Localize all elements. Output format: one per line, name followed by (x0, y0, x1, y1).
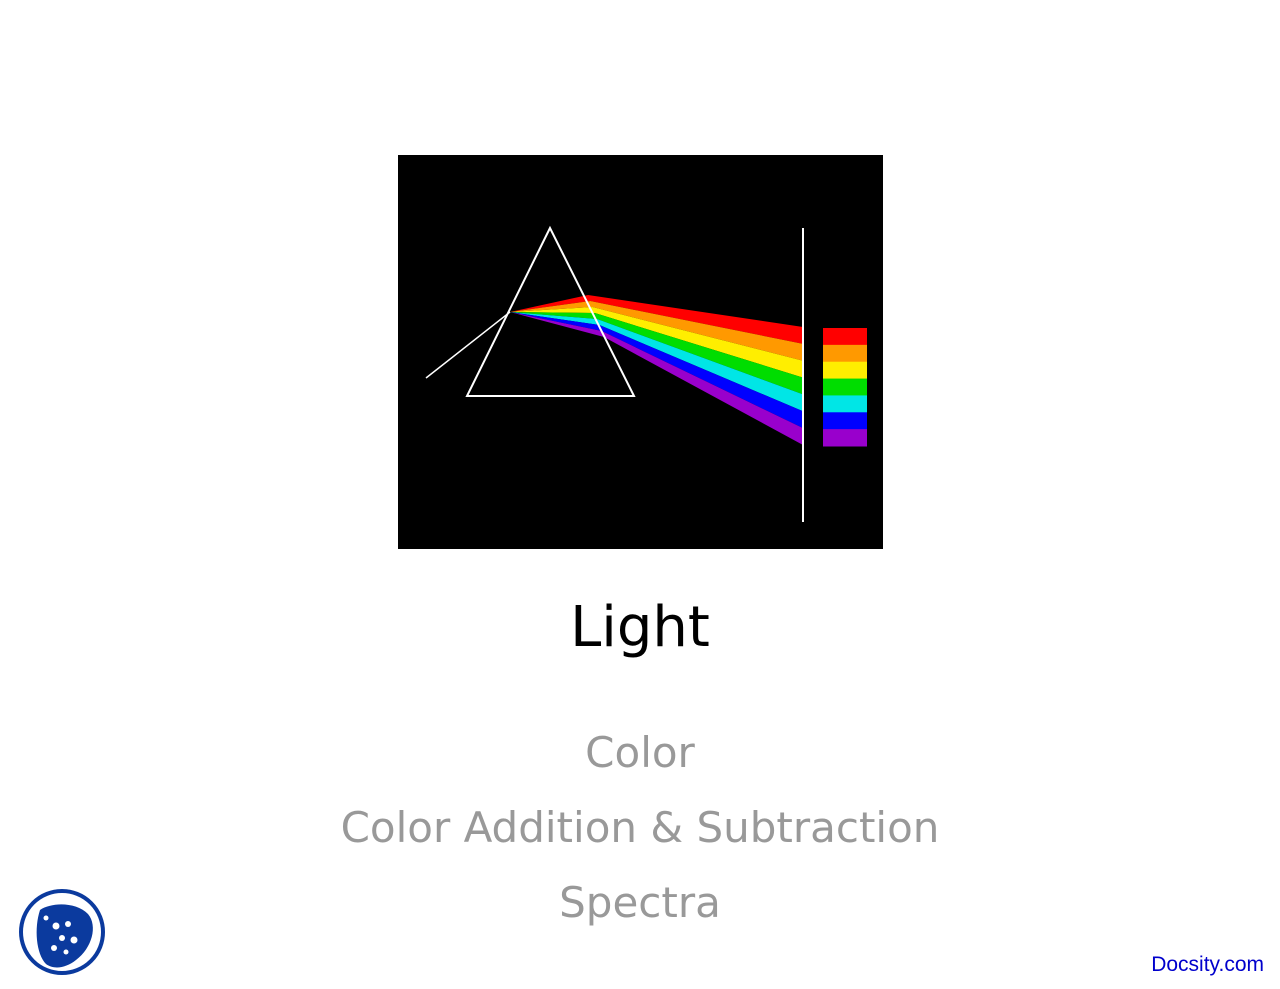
spectrum-swatch-1 (823, 344, 867, 363)
incident-light-ray (425, 311, 511, 379)
spectrum-swatch-0 (823, 328, 867, 346)
spectrum-swatch-4 (823, 395, 867, 413)
topic-item-color: Color (585, 728, 695, 777)
topic-list: Color Color Addition & Subtraction Spect… (0, 715, 1280, 940)
docsity-link[interactable]: Docsity.com (1151, 953, 1264, 976)
slide-title: Light (570, 595, 710, 660)
spectrum-swatch-2 (823, 361, 867, 380)
spectrum-swatch-5 (823, 412, 867, 430)
topic-item-spectra: Spectra (559, 878, 721, 927)
docsity-logo-icon[interactable] (18, 888, 106, 976)
projected-spectrum (823, 328, 867, 447)
prism-outline (465, 225, 636, 397)
prism-dispersion-svg (398, 155, 883, 549)
dispersed-band-0 (510, 295, 803, 344)
dispersed-light-bands (510, 295, 803, 445)
prism-dispersion-figure (398, 155, 883, 549)
topic-item-color-addition-subtraction: Color Addition & Subtraction (340, 803, 940, 852)
spectrum-swatch-3 (823, 378, 867, 396)
spectrum-swatch-6 (823, 429, 867, 447)
